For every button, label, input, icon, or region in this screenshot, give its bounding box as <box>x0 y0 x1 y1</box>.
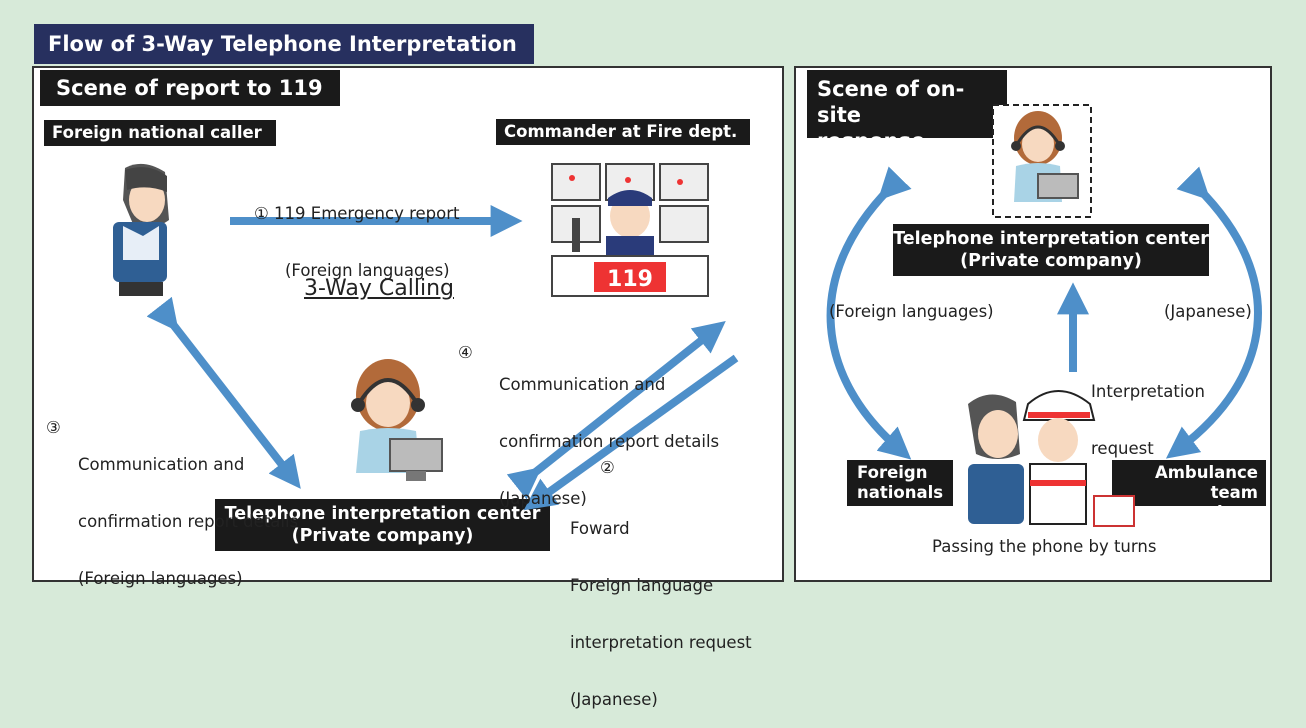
arrow-foreign-languages <box>826 166 912 460</box>
caller-label: Foreign national caller <box>44 120 276 146</box>
commander-illustration: 119 <box>551 163 709 297</box>
caller-illustration <box>113 163 169 296</box>
scene-onsite-heading: Scene of on-site response <box>807 70 1007 153</box>
main-title: Flow of 3-Way Telephone Interpretation <box>34 24 534 64</box>
commander-label: Commander at Fire dept. <box>496 119 750 145</box>
arrow-step3 <box>146 296 301 489</box>
scene-report-heading: Scene of report to 119 <box>40 70 340 106</box>
step1-number: ① <box>254 204 269 223</box>
interpretation-center-label-left: Telephone interpretation center (Private… <box>215 499 550 551</box>
interpretation-center-label-right: Telephone interpretation center (Private… <box>893 224 1209 276</box>
arrow-step2 <box>523 354 739 511</box>
step4-text: Communication and confirmation report de… <box>499 375 720 508</box>
step3-number: ③ <box>46 418 61 437</box>
interpretation-request-label: Interpretation request <box>1091 382 1205 458</box>
step2-number: ② <box>600 458 615 477</box>
step3-text: Communication and confirmation report de… <box>78 455 299 588</box>
step4-number: ④ <box>458 343 473 362</box>
foreign-languages-label: (Foreign languages) <box>829 302 994 321</box>
arrow-japanese <box>1165 166 1262 459</box>
three-way-calling-label: 3-Way Calling <box>304 276 454 301</box>
operator-illustration-left <box>351 359 443 481</box>
step1-text: ① 119 Emergency report (Foreign language… <box>254 204 460 280</box>
passing-phone-caption: Passing the phone by turns <box>932 537 1157 556</box>
ambulance-team-label: Ambulance team members <box>1112 460 1266 522</box>
operator-illustration-right <box>992 104 1092 218</box>
arrow-step4 <box>506 321 726 500</box>
onsite-scene-illustration <box>968 390 1135 527</box>
step2-text: Foward Foreign language interpretation r… <box>570 519 752 709</box>
flow-arrows <box>146 166 1262 511</box>
desk-sign: 119 <box>607 267 653 292</box>
japanese-label: (Japanese) <box>1164 302 1252 321</box>
foreign-nationals-label: Foreign nationals <box>847 460 953 506</box>
